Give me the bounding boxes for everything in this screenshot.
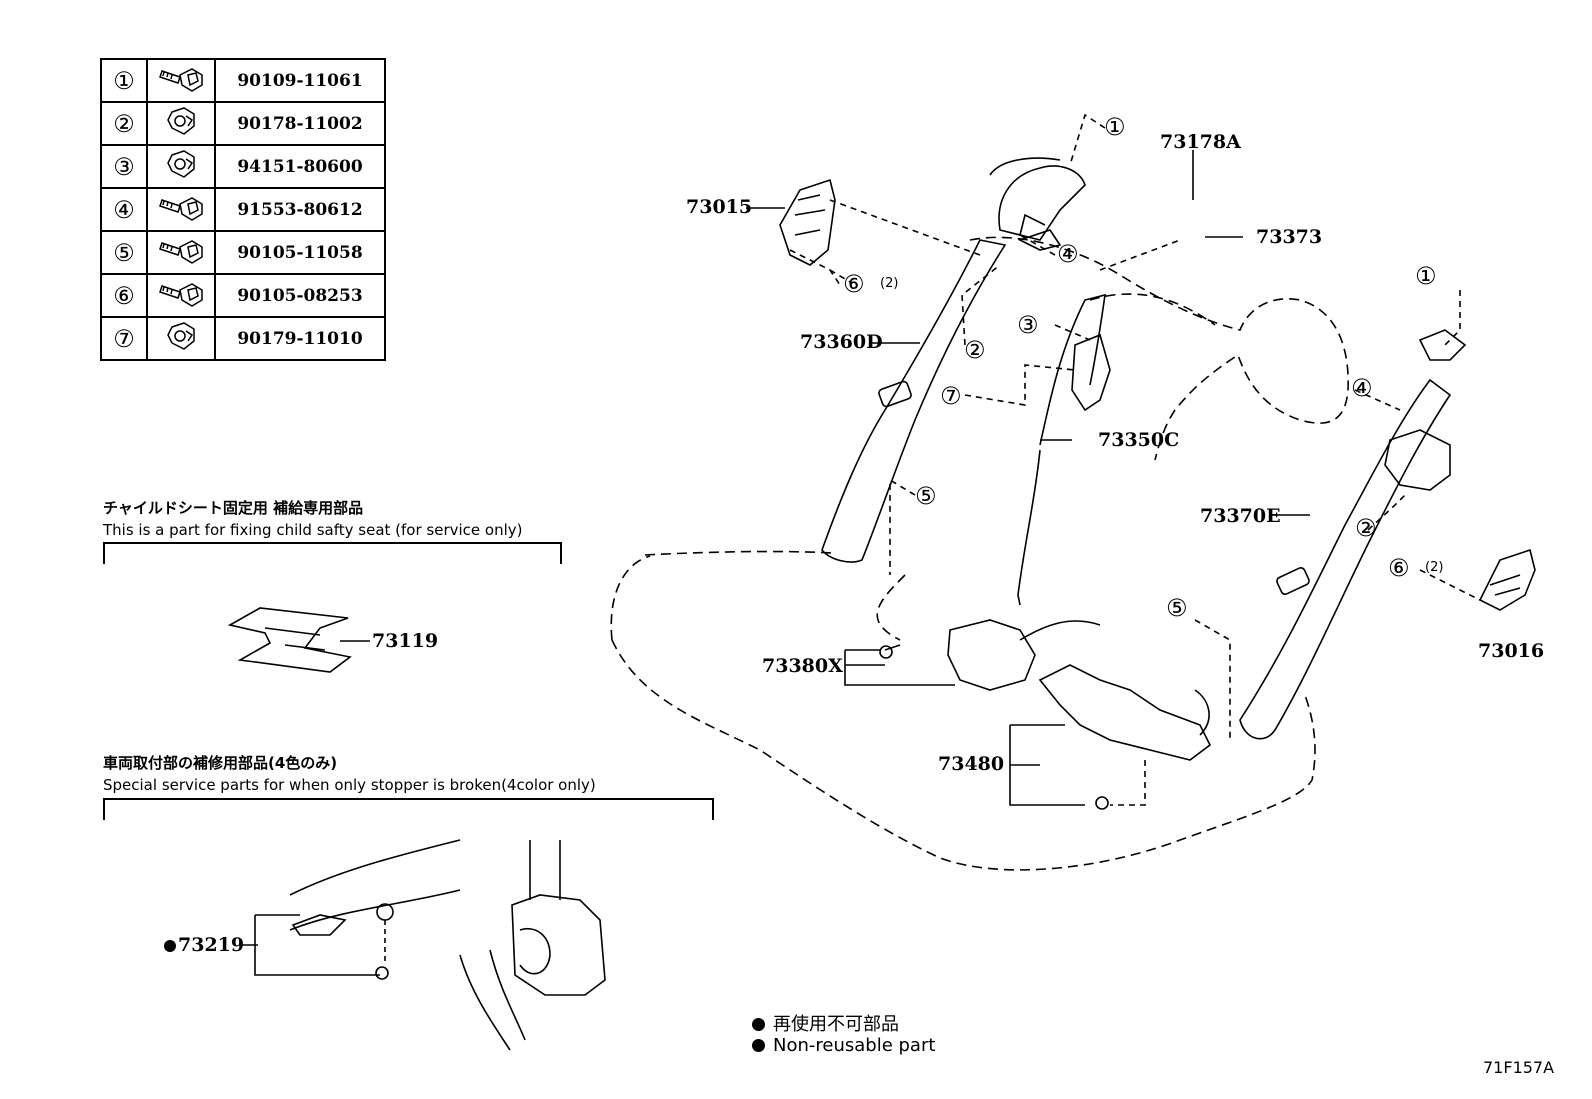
callout-ref-2: ② (964, 336, 986, 364)
illustration-id: 71F157A (1483, 1058, 1555, 1077)
nut-icon (146, 101, 216, 146)
child-seat-note-bracket (103, 542, 562, 564)
non-reusable-marker-icon (752, 1039, 765, 1052)
stopper-note-bracket (103, 798, 714, 820)
child-seat-plate (227, 607, 352, 673)
callout-ref-4: ④ (1351, 374, 1373, 402)
fastener-row: ⑤ 90105-11058 (100, 230, 386, 275)
callout-ref-5: ⑤ (915, 482, 937, 510)
fastener-row: ③ 94151-80600 (100, 144, 386, 189)
bolt-icon (146, 273, 216, 318)
leader-lines (240, 150, 1310, 946)
key-en: Non-reusable part (752, 1035, 935, 1056)
left-belt-guide (989, 157, 1061, 236)
callout-qty: (2) (880, 276, 899, 291)
center-belt-retractor (1071, 333, 1111, 412)
fastener-part-number: 90178-11002 (214, 101, 386, 146)
fastener-row: ⑦ 90179-11010 (100, 316, 386, 361)
bolt-icon (146, 58, 216, 103)
fastener-part-number: 90179-11010 (214, 316, 386, 361)
callout-ref-1: ① (1104, 113, 1126, 141)
non-reusable-marker-icon (164, 940, 176, 952)
stopper-note-jp: 車両取付部の補修用部品(4色のみ) (103, 754, 338, 772)
fastener-part-number: 90109-11061 (214, 58, 386, 103)
key-jp-text: 再使用不可部品 (773, 1014, 899, 1035)
fastener-index: ④ (100, 187, 148, 232)
right-retractor (1384, 329, 1467, 491)
left-shoulder-belt (821, 239, 1007, 563)
fastener-index: ⑤ (100, 230, 148, 275)
bolt-icon (146, 230, 216, 275)
fastener-part-number: 90105-11058 (214, 230, 386, 275)
seat-back-outline (969, 236, 1349, 461)
callout-links (789, 113, 1481, 806)
nut-icon (146, 316, 216, 361)
callout-ref-5: ⑤ (1166, 594, 1188, 622)
callout-ref-4: ④ (1057, 240, 1079, 268)
left-retractor (779, 178, 836, 266)
callout-ref-6: ⑥ (1388, 554, 1410, 582)
stopper-note-en: Special service parts for when only stop… (103, 776, 596, 794)
callout-73219-text: 73219 (178, 934, 245, 956)
fastener-row: ① 90109-11061 (100, 58, 386, 103)
non-reusable-marker-icon (752, 1018, 765, 1031)
outer-buckle-assembly (1038, 664, 1212, 761)
callout-73480: 73480 (938, 753, 1005, 775)
center-belt-webbing (1039, 293, 1106, 446)
left-belt-stopper (878, 380, 912, 408)
callout-73380X: 73380X (762, 655, 843, 677)
callout-73350C: 73350C (1098, 429, 1180, 451)
bolt-icon (146, 187, 216, 232)
callout-ref-7: ⑦ (940, 382, 962, 410)
key-jp: 再使用不可部品 (752, 1010, 899, 1036)
callout-ref-3: ③ (1017, 311, 1039, 339)
callout-73370E: 73370E (1200, 505, 1281, 527)
callout-73373: 73373 (1256, 226, 1323, 248)
bracket-73480 (1009, 724, 1085, 806)
fastener-row: ⑥ 90105-08253 (100, 273, 386, 318)
callout-73015: 73015 (686, 196, 753, 218)
inner-buckle-assembly (884, 619, 1101, 691)
fastener-row: ② 90178-11002 (100, 101, 386, 146)
fastener-part-number: 91553-80612 (214, 187, 386, 232)
callout-73360D: 73360D (800, 331, 883, 353)
fastener-table: ① 90109-11061 ② 90178-11002 ③ 94151-80600 ④ 915… (100, 58, 386, 361)
nut-icon (146, 144, 216, 189)
callout-73119: 73119 (372, 630, 439, 652)
stopper-detail-belt (289, 839, 561, 1051)
bracket-73219 (254, 914, 380, 976)
fastener-part-number: 94151-80600 (214, 144, 386, 189)
inner-buckle-bolt (879, 645, 893, 659)
left-upper-anchor (998, 165, 1086, 251)
fastener-index: ② (100, 101, 148, 146)
child-seat-note-en: This is a part for fixing child safty se… (103, 521, 523, 539)
stopper-nut (375, 966, 389, 980)
right-shoulder-belt (1239, 378, 1452, 740)
callout-73178A: 73178A (1160, 131, 1241, 153)
callout-ref-2: ② (1355, 514, 1377, 542)
callout-qty: (2) (1425, 560, 1444, 575)
center-cable (1017, 449, 1041, 606)
callout-ref-1: ① (1415, 262, 1437, 290)
right-lower-bracket (1478, 548, 1536, 611)
fastener-index: ③ (100, 144, 148, 189)
fastener-row: ④ 91553-80612 (100, 187, 386, 232)
outer-buckle-bolt (1095, 796, 1109, 810)
callout-ref-6: ⑥ (843, 270, 865, 298)
callout-73219: 73219 (164, 934, 244, 956)
callout-73016: 73016 (1478, 640, 1545, 662)
stopper-piece (291, 914, 347, 936)
stopper-pin (376, 903, 394, 921)
fastener-index: ① (100, 58, 148, 103)
child-seat-note-jp: チャイルドシート固定用 補給専用部品 (103, 499, 364, 517)
fastener-index: ⑦ (100, 316, 148, 361)
fastener-part-number: 90105-08253 (214, 273, 386, 318)
bracket-73380X (844, 649, 955, 686)
fastener-index: ⑥ (100, 273, 148, 318)
right-belt-stopper (1276, 567, 1310, 595)
stopper-detail-retractor (511, 894, 606, 996)
key-en-text: Non-reusable part (773, 1035, 936, 1056)
